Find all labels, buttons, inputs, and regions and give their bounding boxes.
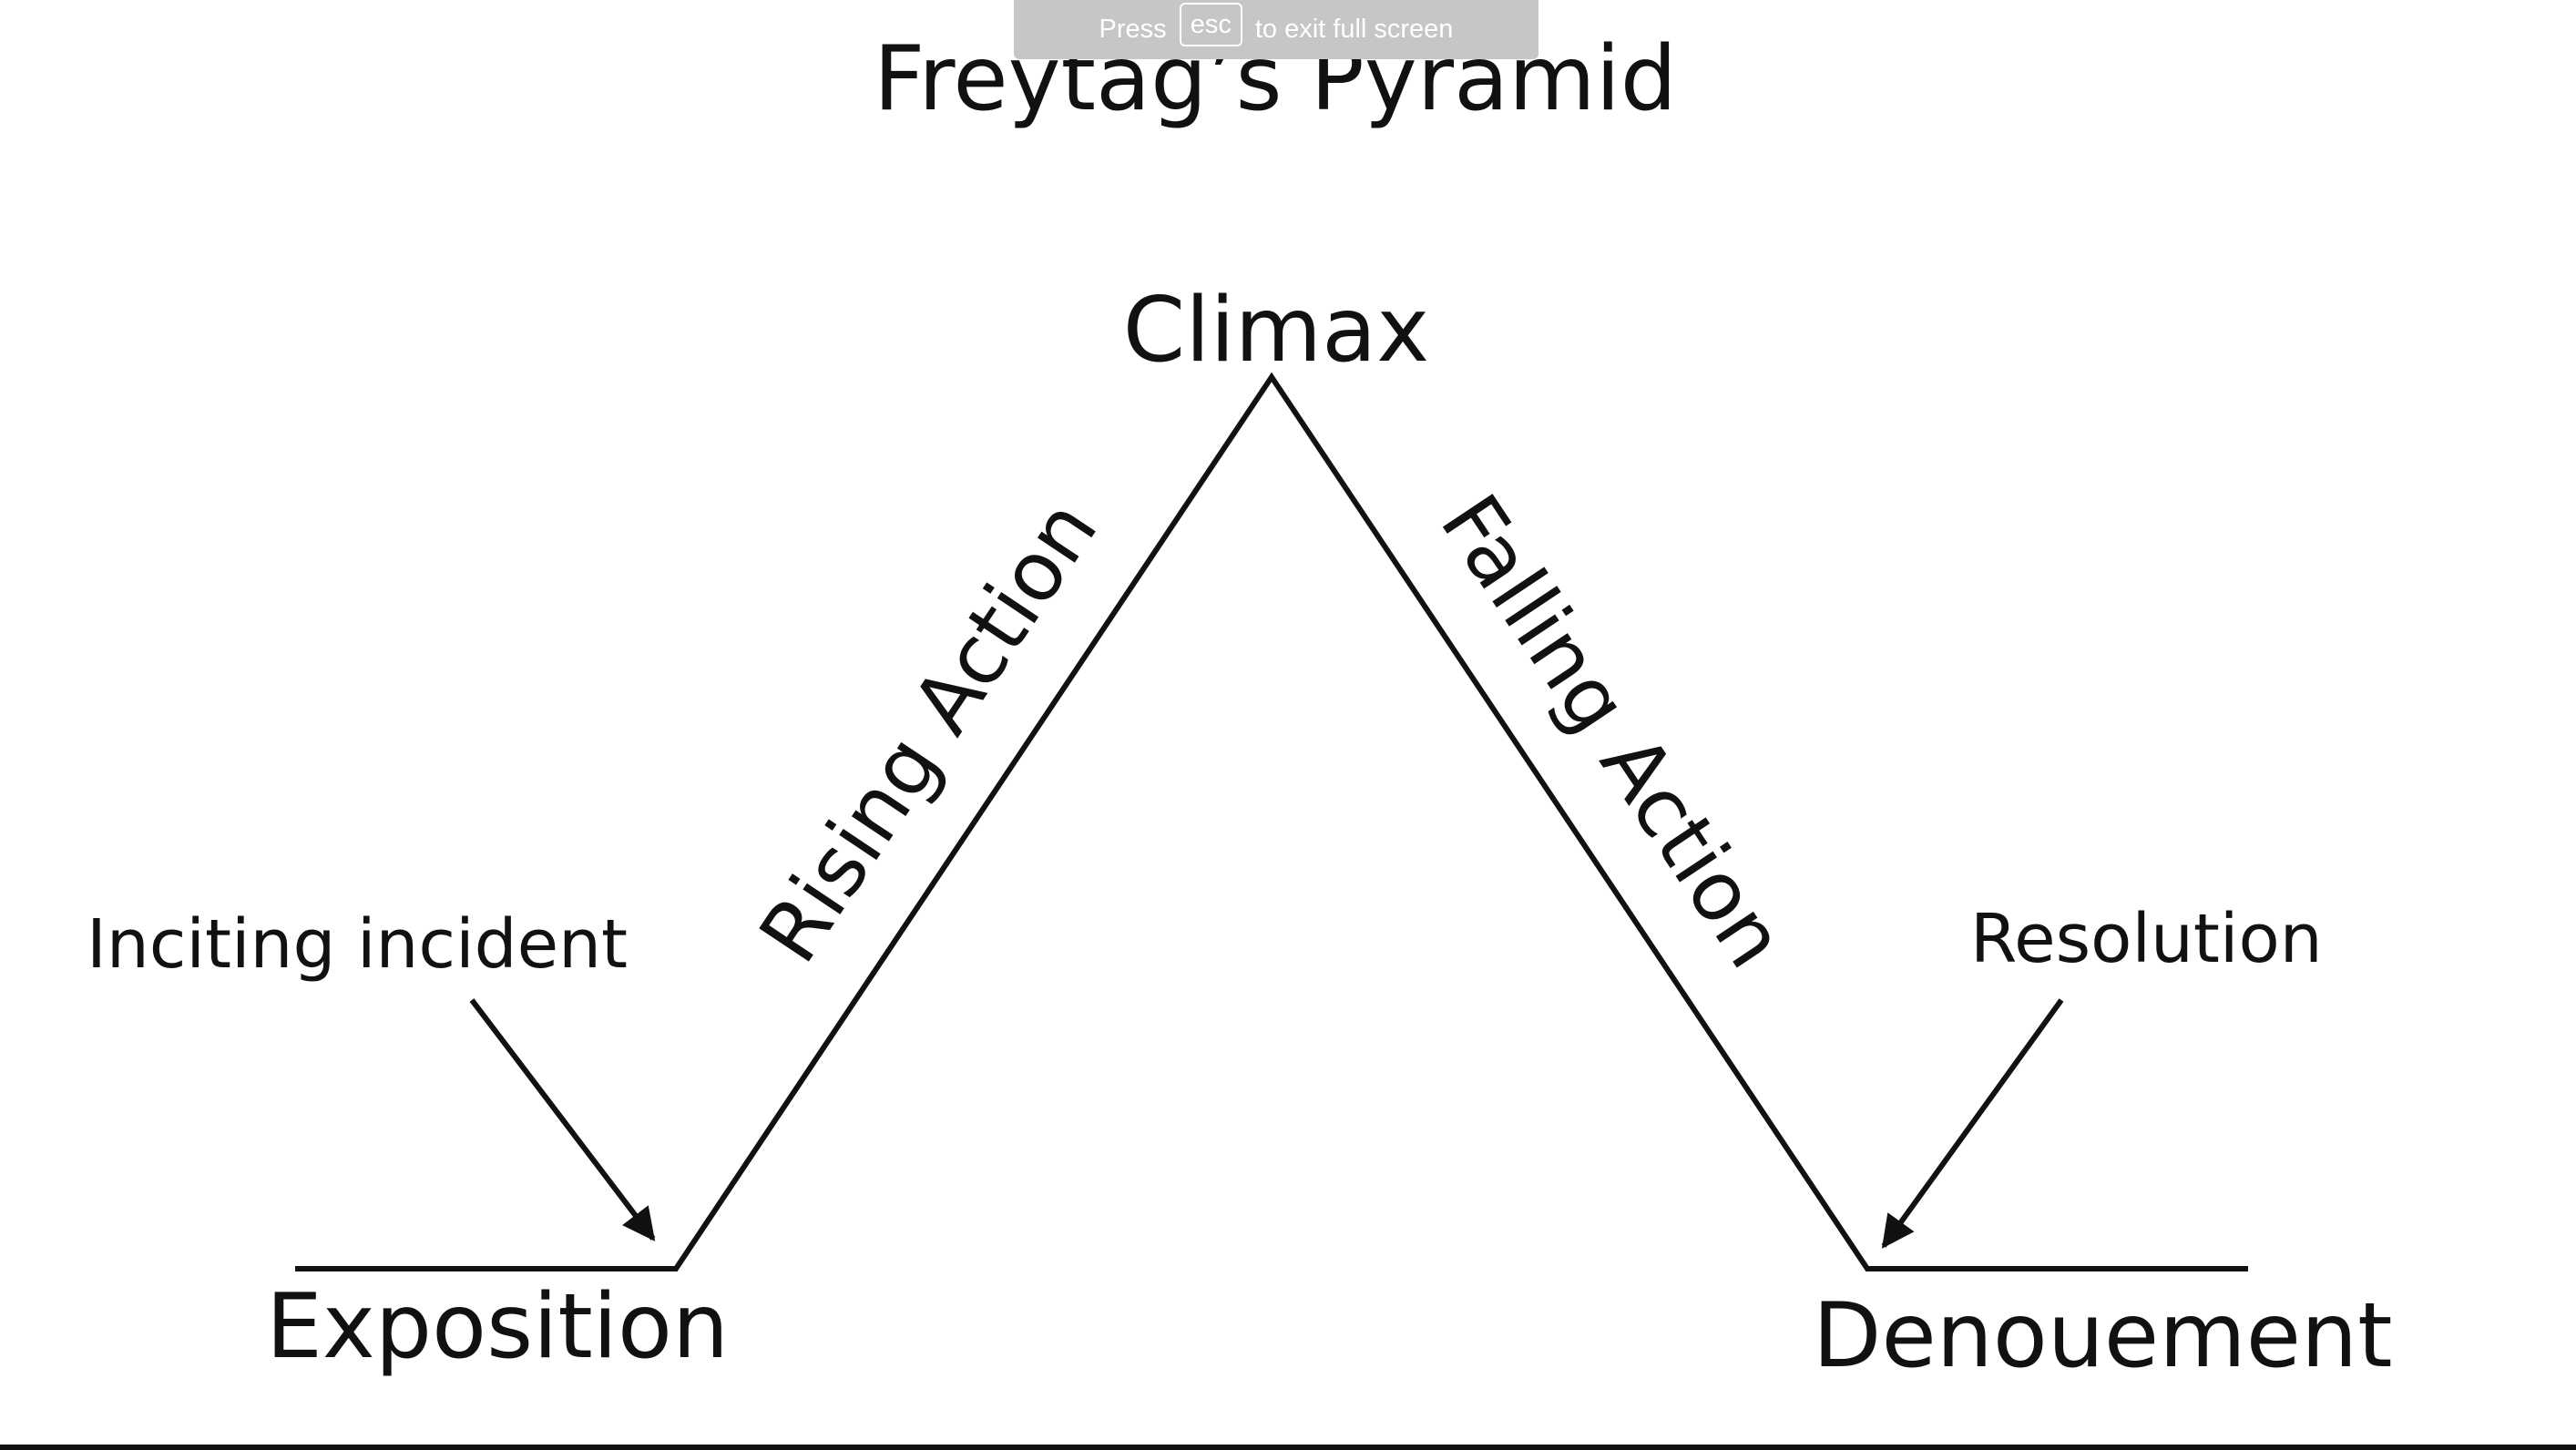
fullscreen-exit-hint: Press esc to exit full screen xyxy=(1014,0,1538,59)
rising-action-label: Rising Action xyxy=(741,484,1116,979)
inciting-incident-label: Inciting incident xyxy=(87,905,628,984)
resolution-arrow xyxy=(1881,998,2064,1249)
bottom-edge-bar xyxy=(0,1445,2576,1450)
resolution-label: Resolution xyxy=(1970,900,2323,978)
esc-key-badge[interactable]: esc xyxy=(1179,2,1242,46)
inciting-incident-arrow xyxy=(469,998,656,1241)
falling-action-label: Falling Action xyxy=(1422,478,1804,985)
denouement-label: Denouement xyxy=(1813,1284,2393,1388)
exposition-label: Exposition xyxy=(266,1275,729,1379)
pyramid-line xyxy=(295,372,2248,1271)
climax-label: Climax xyxy=(1123,279,1429,383)
fullscreen-hint-rest: to exit full screen xyxy=(1254,15,1454,44)
fullscreen-hint-press: Press xyxy=(1099,15,1167,44)
